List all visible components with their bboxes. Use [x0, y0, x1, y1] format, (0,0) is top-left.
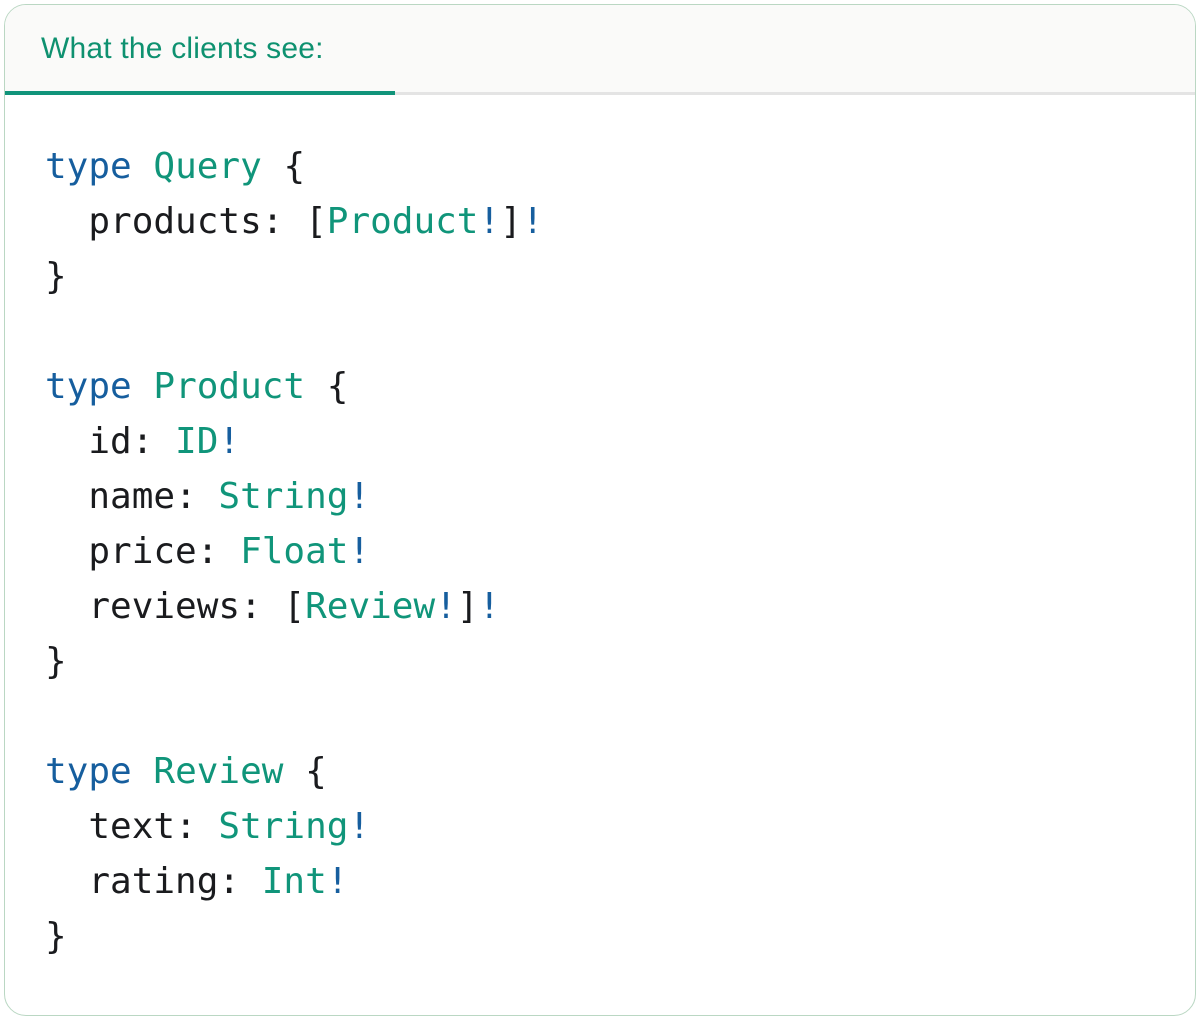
code-token-type_name: String: [218, 476, 349, 517]
code-token-type_name: ID: [175, 421, 219, 462]
code-token-plain: [132, 146, 154, 187]
code-token-type_name: String: [218, 806, 349, 847]
code-token-type_name: Review: [153, 751, 284, 792]
code-token-keyword: type: [45, 146, 132, 187]
code-token-plain: ]: [456, 586, 479, 627]
code-line: [45, 304, 1175, 359]
code-token-type_name: Product: [326, 201, 479, 242]
code-line: reviews: [Review!]!: [45, 579, 1175, 634]
code-token-plain: products: [: [45, 201, 327, 242]
code-line: text: String!: [45, 799, 1175, 854]
code-token-plain: ]: [500, 201, 522, 242]
code-token-keyword: !: [478, 586, 501, 627]
code-line: price: Float!: [45, 524, 1175, 579]
code-token-plain: name:: [45, 476, 219, 517]
code-token-plain: [132, 366, 154, 407]
code-token-keyword: !: [326, 861, 349, 902]
code-token-plain: rating:: [45, 861, 262, 902]
code-line: [45, 689, 1175, 744]
code-token-keyword: !: [521, 201, 544, 242]
tab-what-clients-see[interactable]: What the clients see:: [5, 5, 324, 92]
code-token-type_name: Product: [153, 366, 306, 407]
code-line: type Review {: [45, 744, 1175, 799]
code-line: name: String!: [45, 469, 1175, 524]
code-token-plain: [132, 751, 154, 792]
code-token-keyword: type: [45, 366, 132, 407]
code-panel-card: What the clients see: type Query { produ…: [4, 4, 1196, 1016]
code-token-type_name: Query: [153, 146, 262, 187]
code-token-type_name: Float: [240, 531, 349, 572]
code-block: type Query { products: [Product!]!}type …: [5, 95, 1195, 964]
code-token-keyword: type: [45, 751, 132, 792]
code-line: }: [45, 634, 1175, 689]
code-line: products: [Product!]!: [45, 194, 1175, 249]
code-token-plain: text:: [45, 806, 219, 847]
code-token-plain: }: [45, 641, 67, 682]
tab-bar: What the clients see:: [5, 5, 1195, 95]
code-token-plain: price:: [45, 531, 241, 572]
code-token-plain: {: [261, 146, 306, 187]
code-token-keyword: !: [218, 421, 241, 462]
code-token-type_name: Int: [261, 861, 327, 902]
code-token-keyword: !: [348, 531, 371, 572]
code-token-keyword: !: [348, 476, 371, 517]
code-token-plain: }: [45, 256, 67, 297]
code-line: type Product {: [45, 359, 1175, 414]
code-token-plain: {: [305, 366, 349, 407]
code-line: }: [45, 249, 1175, 304]
code-token-keyword: !: [348, 806, 371, 847]
code-token-plain: }: [45, 916, 67, 957]
active-tab-indicator: [5, 91, 395, 95]
code-line: }: [45, 909, 1175, 964]
code-token-type_name: Review: [305, 586, 436, 627]
code-token-plain: {: [283, 751, 327, 792]
code-token-keyword: !: [435, 586, 457, 627]
code-line: rating: Int!: [45, 854, 1175, 909]
code-line: id: ID!: [45, 414, 1175, 469]
tab-label: What the clients see:: [41, 31, 324, 65]
code-token-keyword: !: [478, 201, 501, 242]
code-token-plain: id:: [45, 421, 176, 462]
code-line: type Query {: [45, 139, 1175, 194]
code-token-plain: reviews: [: [45, 586, 306, 627]
